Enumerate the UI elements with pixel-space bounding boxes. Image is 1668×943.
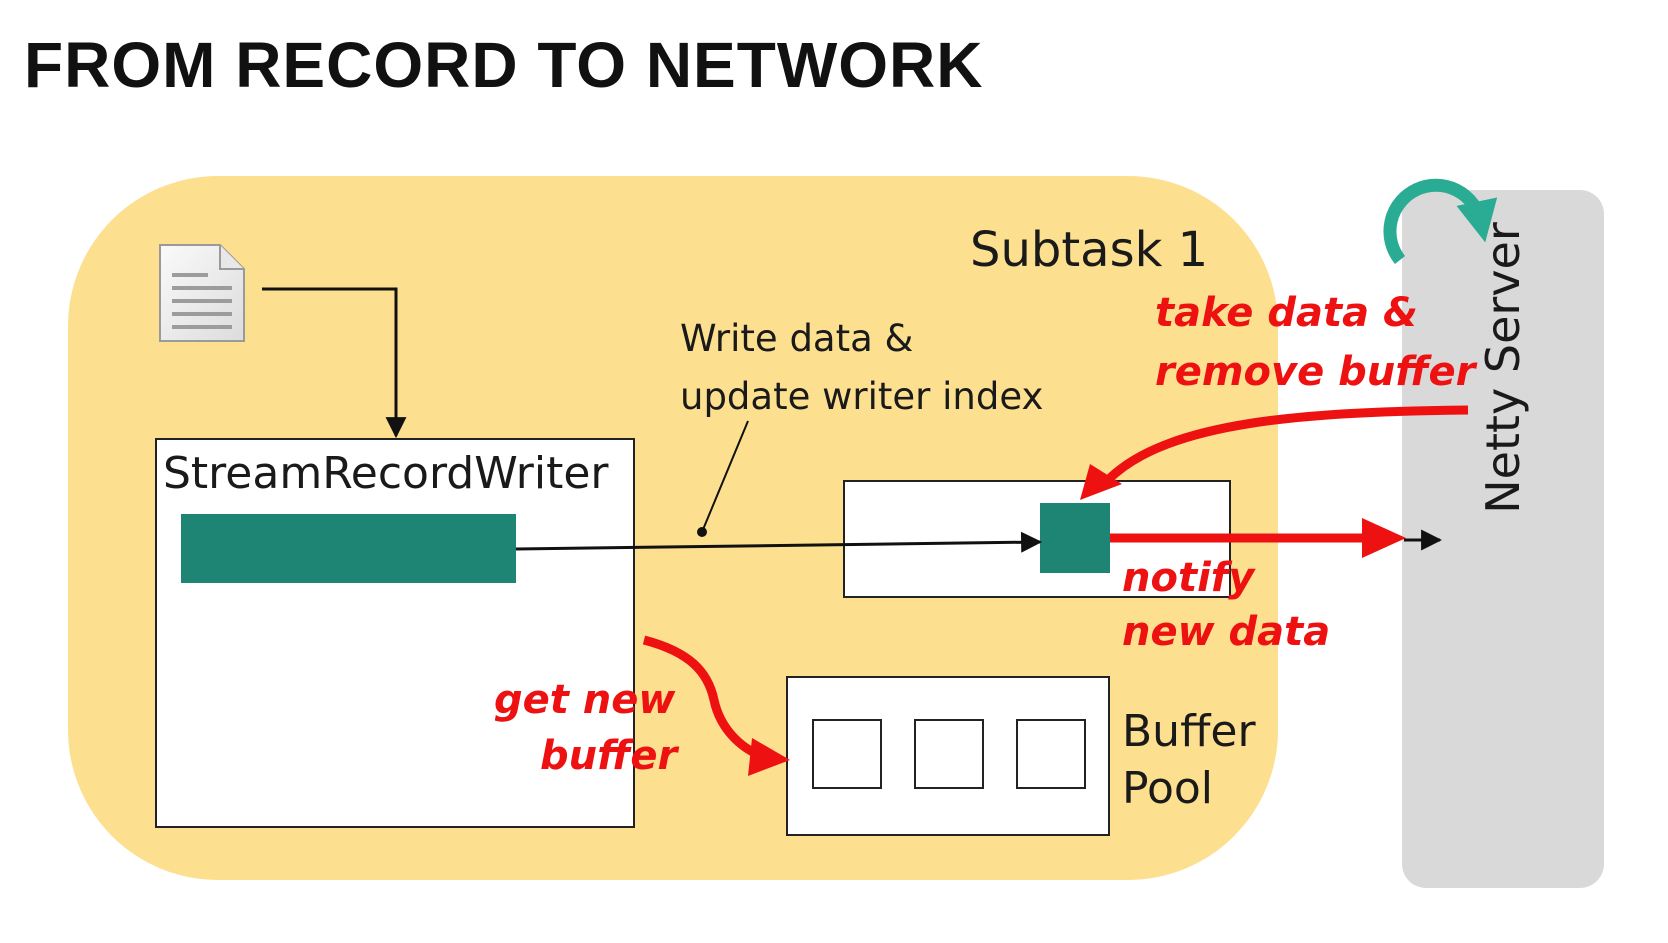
take-data-note-line2: remove buffer <box>1155 349 1476 395</box>
write-data-note-line1: Write data & <box>680 317 914 360</box>
stream-record-writer-box <box>155 438 635 828</box>
buffer-pool-slot <box>914 719 984 789</box>
stream-record-writer-label: StreamRecordWriter <box>163 448 609 499</box>
take-data-note-line1: take data & <box>1155 290 1418 336</box>
notify-arrow-head <box>1362 518 1406 558</box>
notify-note-line1: notify <box>1122 555 1255 601</box>
write-data-note-line2: update writer index <box>680 375 1044 418</box>
buffer-block <box>1040 503 1110 573</box>
buffer-pool-slot <box>1016 719 1086 789</box>
subtask-label: Subtask 1 <box>970 222 1209 278</box>
get-buffer-note-line2: buffer <box>540 733 678 779</box>
serialized-record-bar <box>181 514 516 583</box>
notify-note-line2: new data <box>1122 609 1331 655</box>
buffer-pool-label-line2: Pool <box>1122 763 1214 814</box>
buffer-pool-slot <box>812 719 882 789</box>
get-buffer-note-line1: get new <box>494 677 676 723</box>
netty-server-label: Netty Server <box>1476 222 1530 514</box>
document-icon <box>159 244 245 342</box>
slide-title: FROM RECORD TO NETWORK <box>24 29 984 101</box>
buffer-pool-label-line1: Buffer <box>1122 706 1256 757</box>
